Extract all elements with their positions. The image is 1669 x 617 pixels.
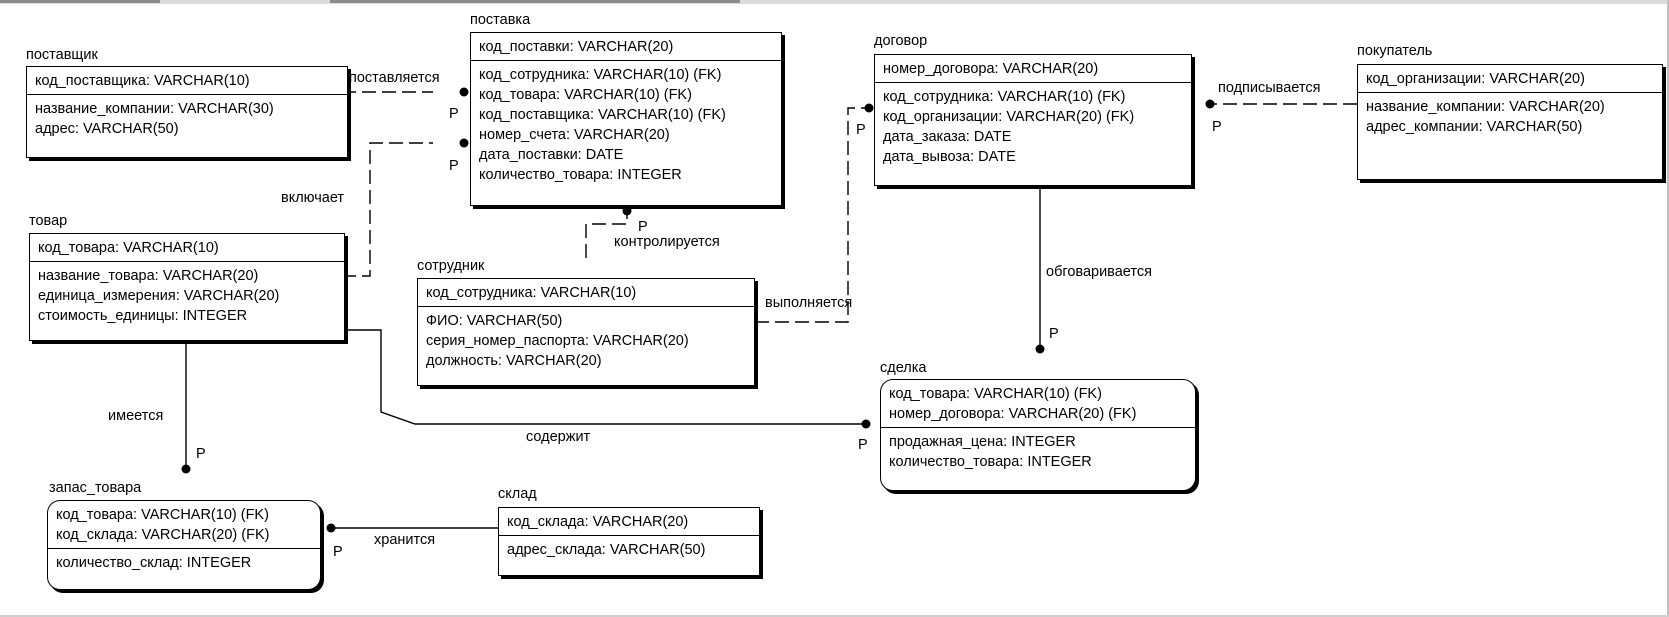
- entity-attribute: код_сотрудника: VARCHAR(10) (FK): [479, 67, 722, 83]
- entity-postavka-title: поставка: [470, 12, 531, 28]
- entity-key-attribute: код_склада: VARCHAR(20): [507, 514, 689, 530]
- entity-key-attribute: код_поставки: VARCHAR(20): [479, 39, 674, 55]
- rel-vklyuchaet-label: включает: [281, 190, 345, 206]
- entity-attribute: количество_товара: INTEGER: [479, 167, 682, 183]
- entity-key-attribute: номер_договора: VARCHAR(20): [883, 61, 1099, 77]
- bottom-edge: [0, 615, 1669, 617]
- rel-end-dot: [1205, 99, 1215, 109]
- entity-pokupatel-title: покупатель: [1357, 43, 1433, 59]
- rel-end-dot: [622, 206, 632, 216]
- cardinality-label: P: [858, 437, 868, 453]
- entity-sdelka-title: сделка: [880, 360, 927, 376]
- rel-soderzhit-line: [322, 329, 866, 425]
- entity-sotrudnik[interactable]: код_сотрудника: VARCHAR(10) ФИО: VARCHAR…: [417, 278, 755, 386]
- rel-postavlyaetsya-label: поставляется: [349, 70, 440, 86]
- entity-sklad[interactable]: код_склада: VARCHAR(20) адрес_склада: VA…: [498, 507, 760, 576]
- entity-postavshchik[interactable]: код_поставщика: VARCHAR(10) название_ком…: [26, 66, 348, 158]
- right-edge: [1667, 0, 1669, 617]
- rel-vypolnyaetsya-label: выполняется: [765, 295, 853, 311]
- entity-attribute: продажная_цена: INTEGER: [889, 434, 1076, 450]
- entity-attribute: номер_счета: VARCHAR(20): [479, 127, 670, 143]
- rel-soderzhit-label: содержит: [526, 429, 591, 445]
- entity-attribute: серия_номер_паспорта: VARCHAR(20): [426, 333, 689, 349]
- entity-key-attribute: код_организации: VARCHAR(20): [1366, 71, 1585, 87]
- cardinality-label: P: [1212, 119, 1222, 135]
- entity-attribute: название_товара: VARCHAR(20): [38, 268, 259, 284]
- entity-key-attribute: код_сотрудника: VARCHAR(10): [426, 285, 637, 301]
- rel-vypolnyaetsya-line: [755, 107, 869, 323]
- entity-postavka[interactable]: код_поставки: VARCHAR(20) код_сотрудника…: [470, 32, 782, 206]
- rel-podpisyvaetsya-label: подписывается: [1218, 80, 1321, 96]
- scrollbar-thumb[interactable]: [0, 0, 160, 3]
- cardinality-label: P: [333, 544, 343, 560]
- rel-end-dot: [861, 419, 871, 429]
- top-scrollbar[interactable]: [0, 0, 1669, 4]
- entity-postavshchik-title: поставщик: [26, 47, 98, 63]
- entity-key-attribute: код_товара: VARCHAR(10) (FK): [56, 507, 269, 523]
- cardinality-label: P: [449, 158, 459, 174]
- cardinality-label: P: [1049, 326, 1059, 342]
- entity-sdelka[interactable]: код_товара: VARCHAR(10) (FK) номер_догов…: [880, 379, 1196, 491]
- rel-end-dot: [326, 523, 336, 533]
- entity-attribute: адрес_компании: VARCHAR(50): [1366, 119, 1583, 135]
- entity-dogovor[interactable]: номер_договора: VARCHAR(20) код_сотрудни…: [874, 54, 1192, 186]
- entity-key-attribute: код_товара: VARCHAR(10) (FK): [889, 386, 1102, 402]
- entity-tovar-title: товар: [29, 213, 68, 229]
- entity-key-attribute: код_поставщика: VARCHAR(10): [35, 73, 250, 89]
- entity-attribute: адрес: VARCHAR(50): [35, 121, 179, 137]
- entity-attribute: код_поставщика: VARCHAR(10) (FK): [479, 107, 726, 123]
- entity-key-attribute: номер_договора: VARCHAR(20) (FK): [889, 406, 1137, 422]
- rel-kontroliruetsya-line: [585, 211, 628, 258]
- entity-zapas-title: запас_товара: [49, 480, 142, 496]
- rel-khranitsya-label: хранится: [374, 532, 436, 548]
- rel-kontroliruetsya-label: контролируется: [614, 234, 720, 250]
- entity-attribute: количество_склад: INTEGER: [56, 555, 252, 571]
- entity-attribute: дата_поставки: DATE: [479, 147, 624, 163]
- entity-key-attribute: код_товара: VARCHAR(10): [38, 240, 219, 256]
- entity-attribute: название_компании: VARCHAR(30): [35, 101, 274, 117]
- entity-attribute: единица_измерения: VARCHAR(20): [38, 288, 280, 304]
- rel-end-dot: [864, 103, 874, 113]
- entity-attribute: стоимость_единицы: INTEGER: [38, 308, 248, 324]
- entity-attribute: код_товара: VARCHAR(10) (FK): [479, 87, 692, 103]
- entity-sklad-title: склад: [498, 486, 537, 502]
- entity-pokupatel[interactable]: код_организации: VARCHAR(20) название_ко…: [1357, 64, 1663, 180]
- entity-attribute: код_сотрудника: VARCHAR(10) (FK): [883, 89, 1126, 105]
- scrollbar-thumb[interactable]: [330, 0, 740, 3]
- cardinality-label: P: [638, 219, 648, 235]
- cardinality-label: P: [449, 106, 459, 122]
- rel-end-dot: [459, 87, 469, 97]
- entity-attribute: название_компании: VARCHAR(20): [1366, 99, 1605, 115]
- entity-sotrudnik-title: сотрудник: [417, 258, 485, 274]
- entity-attribute: код_организации: VARCHAR(20) (FK): [883, 109, 1135, 125]
- entity-attribute: должность: VARCHAR(20): [426, 353, 602, 369]
- cardinality-label: P: [196, 446, 206, 462]
- entity-attribute: ФИО: VARCHAR(50): [426, 313, 563, 329]
- cardinality-label: P: [856, 122, 866, 138]
- rel-end-dot: [181, 464, 191, 474]
- rel-end-dot: [459, 138, 469, 148]
- entity-key-attribute: код_склада: VARCHAR(20) (FK): [56, 527, 270, 543]
- entity-zapas[interactable]: код_товара: VARCHAR(10) (FK) код_склада:…: [47, 500, 321, 590]
- entity-tovar[interactable]: код_товара: VARCHAR(10) название_товара:…: [29, 233, 345, 341]
- entity-dogovor-title: договор: [874, 33, 928, 49]
- entity-attribute: дата_вывоза: DATE: [883, 149, 1016, 165]
- rel-imeetsya-label: имеется: [108, 408, 164, 424]
- rel-obgovarivaetsya-label: обговаривается: [1046, 264, 1152, 280]
- entity-attribute: дата_заказа: DATE: [883, 129, 1012, 145]
- entity-attribute: количество_товара: INTEGER: [889, 454, 1092, 470]
- rel-vklyuchaet-line: [322, 142, 433, 277]
- rel-end-dot: [1035, 344, 1045, 354]
- entity-attribute: адрес_склада: VARCHAR(50): [507, 542, 706, 558]
